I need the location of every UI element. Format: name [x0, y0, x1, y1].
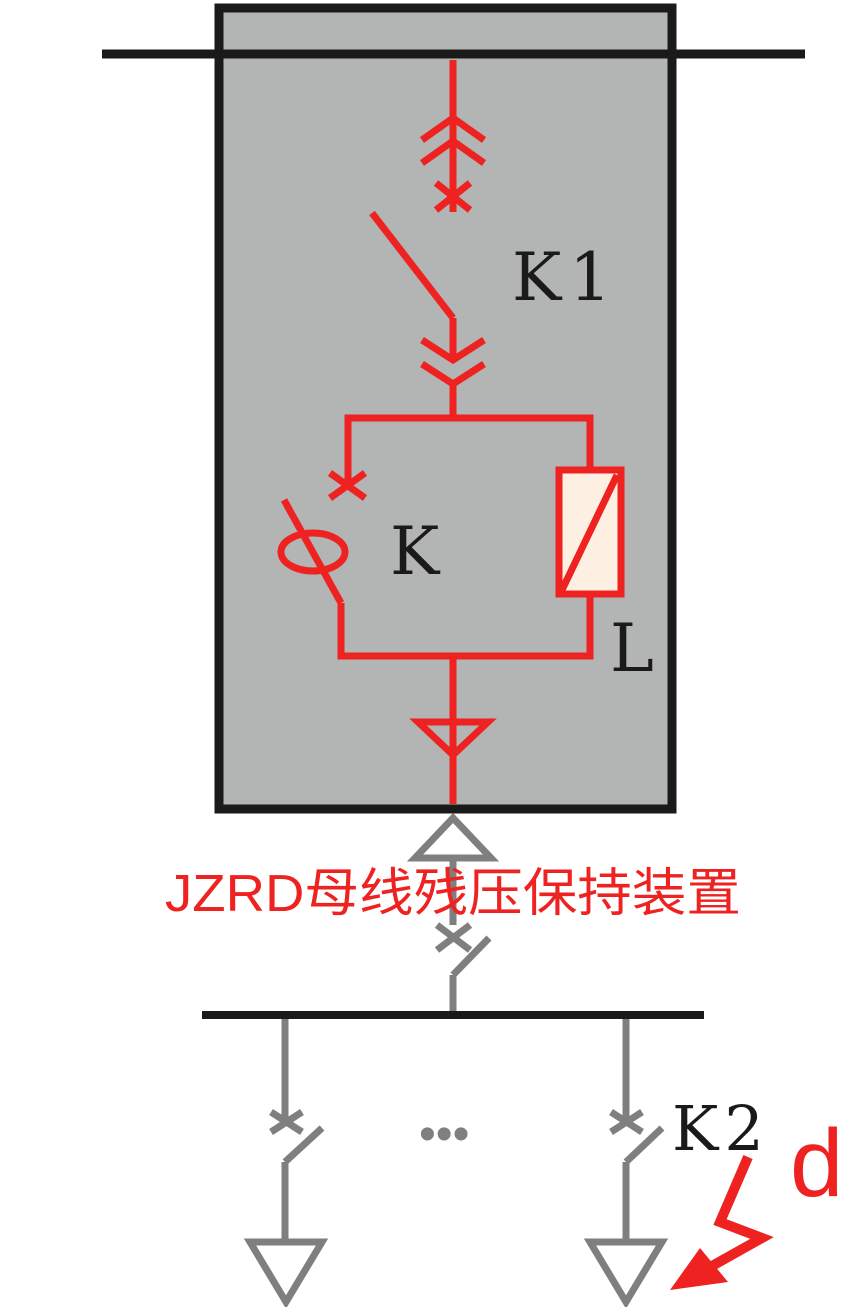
- ellipsis-dots: •••: [419, 1108, 469, 1161]
- fault-arrow: [670, 1155, 774, 1290]
- device-title: JZRD母线残压保持装置: [165, 865, 741, 923]
- label-k: K: [390, 513, 441, 590]
- label-k1: K1: [512, 239, 619, 316]
- device-housing: [214, 3, 677, 814]
- k-element: [277, 529, 349, 575]
- device-circuit: [277, 60, 625, 804]
- label-l: L: [610, 610, 654, 687]
- label-k2: K2: [672, 1092, 770, 1165]
- label-fault-d: d: [790, 1110, 843, 1217]
- k1-switch-blade: [369, 210, 456, 321]
- feeder-circuit: [243, 812, 669, 1307]
